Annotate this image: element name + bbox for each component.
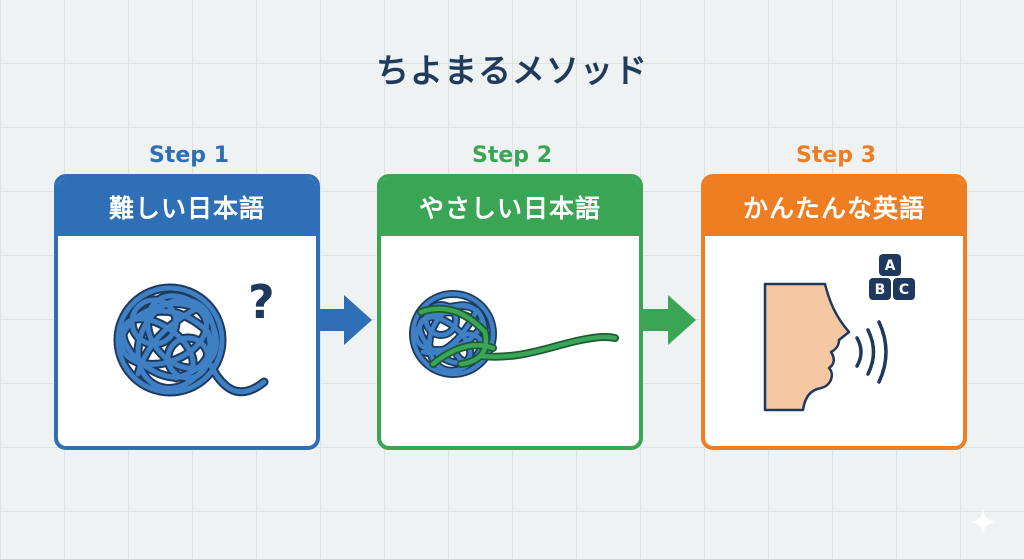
sparkle-icon: [970, 509, 996, 535]
svg-text:B: B: [875, 282, 886, 298]
step-1-label: Step 1: [149, 143, 229, 168]
step-2-label: Step 2: [472, 143, 552, 168]
abc-letters-icon: A B C: [869, 254, 915, 300]
step-2-card: やさしい日本語: [377, 174, 643, 450]
speaking-face-icon: A B C: [763, 254, 915, 412]
arrow-right-icon: [318, 295, 372, 345]
arrow-right-icon: [642, 295, 696, 345]
step-3-label: Step 3: [796, 143, 876, 168]
step-1-card: 難しい日本語: [54, 174, 320, 450]
step-3-header: かんたんな英語: [705, 178, 963, 236]
step-1-header: 難しい日本語: [58, 178, 316, 236]
step-1-illustration: ?: [58, 236, 316, 446]
tangled-yarn-question-icon: ?: [113, 275, 275, 397]
svg-text:A: A: [885, 258, 896, 274]
step-3-card: かんたんな英語 A B C: [701, 174, 967, 450]
step-2-header: やさしい日本語: [381, 178, 639, 236]
step-3-illustration: A B C: [705, 236, 963, 446]
question-mark: ?: [248, 275, 275, 329]
page-title: ちよまるメソッド: [376, 51, 648, 90]
step-2-illustration: [381, 236, 639, 446]
untangling-yarn-icon: [409, 290, 619, 378]
svg-text:C: C: [899, 282, 909, 298]
